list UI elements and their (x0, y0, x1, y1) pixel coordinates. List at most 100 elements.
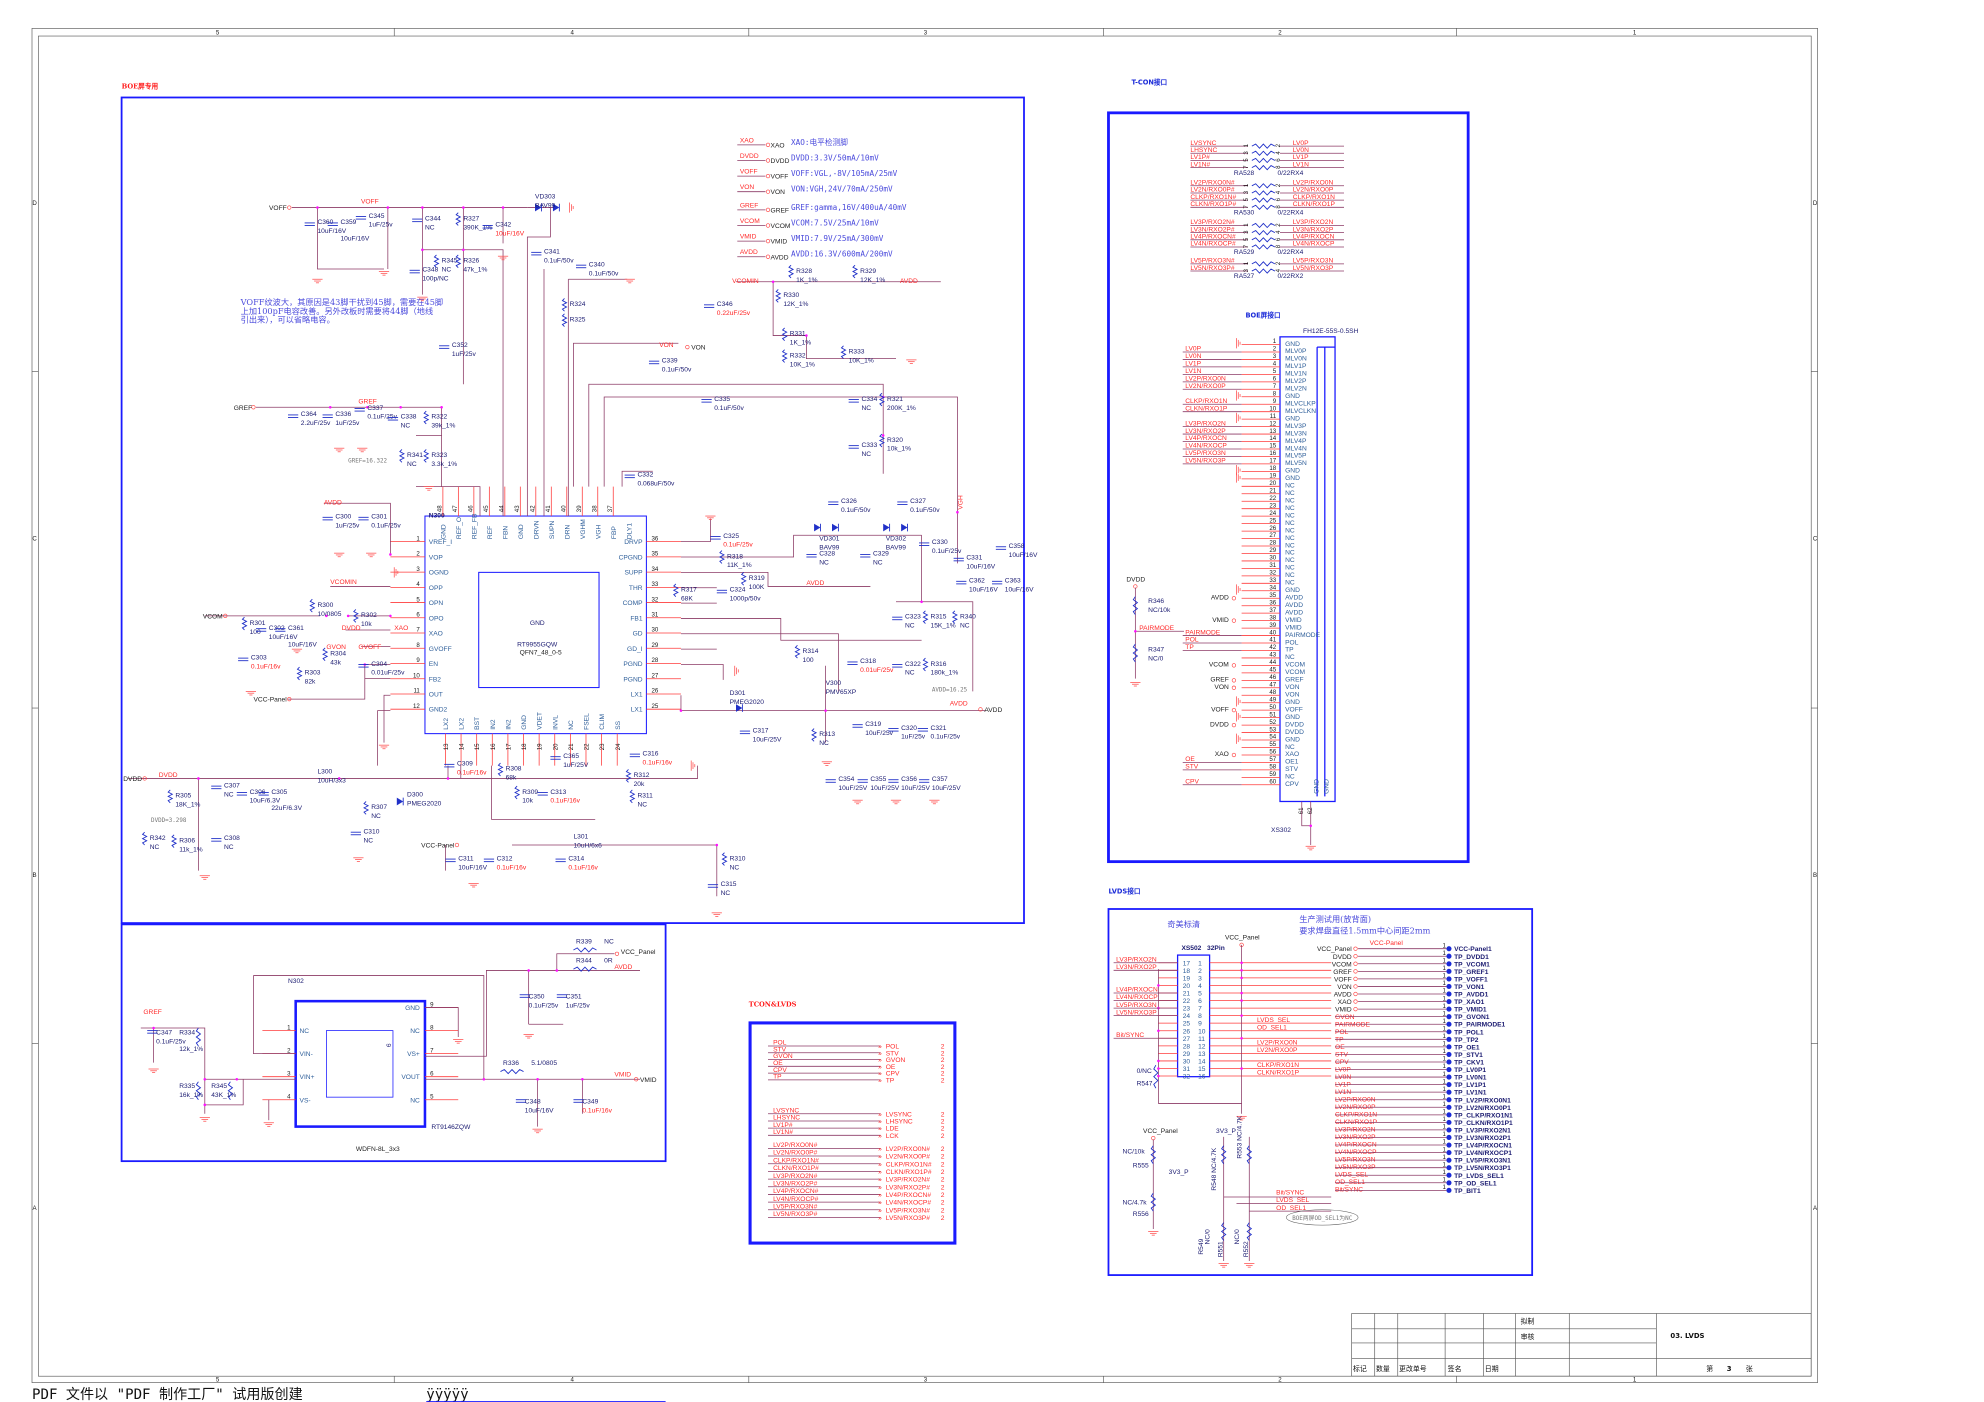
junction-dot (389, 614, 392, 618)
diode-icon (814, 523, 821, 532)
resistor-icon (561, 298, 568, 312)
pin-name: AVDD (1285, 595, 1303, 602)
pin-number: 17 (1269, 458, 1276, 465)
tcon-lvds-net-left: LV3P/RXO2N# (773, 1173, 817, 1180)
pin-number: 29 (1269, 547, 1276, 554)
resistor-icon (1132, 596, 1139, 615)
pin-name: VOP (429, 554, 444, 561)
pin-name: GVOFF (429, 646, 452, 653)
inner-frame (38, 35, 1812, 1377)
select-circuit-label: R548 NC/4.7K (1211, 1147, 1218, 1190)
test-point-icon (1446, 946, 1452, 952)
pin-number: 3 (1273, 353, 1277, 360)
pin-number: 1 (1443, 1025, 1447, 1032)
ground-icon (357, 447, 368, 453)
pin-name: NC (1285, 520, 1295, 527)
tp-net-label: LV0N (1335, 1074, 1351, 1081)
sheet-ref: 2 (941, 1077, 945, 1084)
test-point-icon (1446, 1157, 1452, 1163)
component-value: BAV99 (819, 544, 839, 551)
pin-number: 5 (1243, 197, 1250, 201)
tcon-lvds-port-right: STV (886, 1050, 899, 1057)
off-sheet-connector-icon: » (878, 1169, 882, 1176)
resistor-icon (922, 657, 929, 672)
pin-number: 23 (599, 743, 606, 750)
test-point-label: TP_LV0P1 (1454, 1067, 1486, 1074)
voff-note-line: 上加100pF电容改善。另外改板时需要将44脚（地线 (241, 306, 434, 316)
pin-number: 25 (652, 703, 659, 710)
pin-number: 27 (1183, 1036, 1191, 1043)
resistor-array-value: 0/22RX4 (1277, 249, 1303, 256)
junction-dot (1157, 1067, 1160, 1070)
connector-net-label: LV4N/RXOCP (1116, 994, 1158, 1001)
tcon-net-left: LVSYNC (1190, 140, 1216, 147)
border-column-label: 4 (570, 1376, 574, 1383)
resistor-icon (1251, 237, 1276, 243)
tcon-net-right: LV1N (1293, 161, 1309, 168)
pin-name: VON (1285, 692, 1300, 699)
test-point-label: TP_GVON1 (1454, 1014, 1490, 1021)
ground-icon (1148, 1231, 1159, 1236)
pin-name: DRVN (533, 520, 540, 539)
component-value: 10uF/25V (932, 785, 961, 792)
pin-number: 1 (1443, 942, 1447, 949)
wire (317, 207, 384, 270)
wire (621, 470, 653, 487)
pin-name: VMID (1285, 617, 1302, 624)
component-value: 10uF/16V (969, 587, 998, 594)
component-ref: R308 (506, 766, 522, 773)
net-label: AVDD (950, 700, 968, 707)
resistor-icon (718, 550, 725, 564)
wire (526, 207, 551, 517)
connector-port-label: VOFF (1211, 706, 1229, 713)
pin-number: 6 (416, 612, 420, 619)
resistor-icon (1251, 244, 1276, 250)
pin-number: 3 (287, 1070, 291, 1077)
pin-number: 34 (1269, 584, 1276, 591)
pin-number: 32 (652, 596, 659, 603)
pin-name: NC (1285, 572, 1295, 579)
connector-net-label: LV2N/RXO0P (1185, 383, 1226, 390)
net-label: VON (659, 342, 674, 349)
component-value: 0.1uF/16v (568, 864, 598, 871)
component-ref: C338 (401, 414, 417, 421)
net-label: GVON (326, 644, 346, 651)
test-point-icon (1446, 1112, 1452, 1118)
test-point-label: TP_CLKN/RXO1P1 (1454, 1120, 1513, 1127)
component-value: 10uF/16V (1009, 552, 1038, 559)
net-label: VMID (614, 1072, 631, 1079)
port-connector-icon (1353, 961, 1358, 966)
tp-port-label: AVDD (1334, 992, 1352, 999)
tp-port-label: VOFF (1334, 976, 1352, 983)
resistor-icon (241, 616, 248, 631)
net-label: VCC_Panel (621, 949, 656, 956)
footer-link[interactable]: ÿÿÿÿÿ (426, 1387, 468, 1402)
component-value: 0.1uF/50v (544, 258, 574, 265)
pin-name: GND (1285, 468, 1300, 475)
pin-number: 1 (1198, 960, 1202, 967)
pin-name: PGND (623, 676, 642, 683)
junction-dot (679, 709, 683, 712)
pin-number: 49 (1269, 696, 1276, 703)
pin-number: 25 (1183, 1021, 1191, 1028)
pin-number: 12 (1198, 1043, 1206, 1050)
tcon-net-left: LV2P/RXO0N# (1190, 180, 1234, 187)
ground-icon (1236, 711, 1241, 722)
boe-power-section-box (120, 96, 1025, 924)
off-sheet-connector-icon: » (878, 1119, 882, 1126)
note-port-label: GREF (771, 207, 789, 214)
select-circuit-label: R555 (1133, 1163, 1149, 1170)
resistor-icon (1251, 229, 1276, 236)
pin-name: NC (1285, 512, 1295, 519)
tcon-net-right: CLKP/RXO1N (1293, 194, 1335, 201)
pin-number: 30 (1183, 1058, 1191, 1065)
note-description: VMID:7.9V/25mA/300mV (791, 234, 884, 243)
pin-name: NC (1285, 744, 1295, 751)
pin-number: 31 (652, 612, 659, 619)
resistor-icon (195, 1081, 202, 1100)
ic-ref: N302 (288, 978, 304, 985)
wire (140, 765, 698, 779)
boe-connector-title: BOE屏接口 (1245, 311, 1280, 320)
tcon-net-right: LV0N (1293, 147, 1309, 154)
test-point-label: TP_POL1 (1454, 1029, 1484, 1036)
